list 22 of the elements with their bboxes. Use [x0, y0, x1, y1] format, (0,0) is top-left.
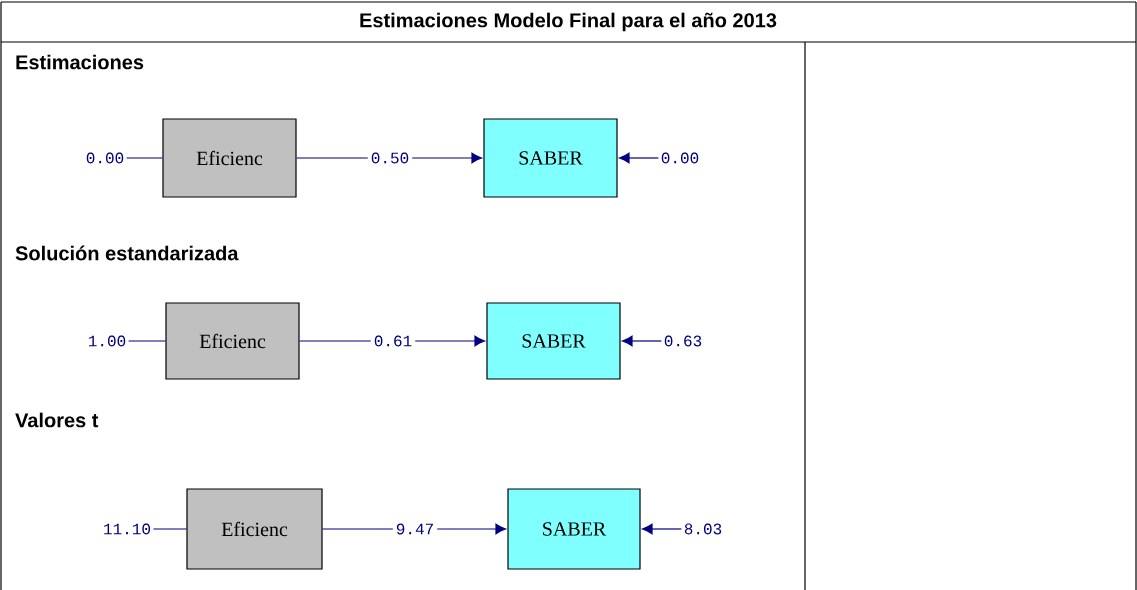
value-text: 0.63 [664, 335, 702, 347]
path-arrow [641, 523, 682, 535]
variable-box: SABER [507, 488, 641, 570]
coefficient-label: 0.61 [370, 332, 416, 350]
variable-box: SABER [483, 118, 618, 198]
value-text: 0.00 [661, 152, 699, 164]
value-text: 11.10 [104, 523, 150, 535]
variable-box: Eficienc [186, 488, 323, 570]
variable-box: Eficienc [165, 302, 300, 380]
variable-box: SABER [486, 302, 621, 380]
coefficient-label: 0.50 [367, 149, 413, 167]
table-title: Estimaciones Modelo Final para el año 2013 [360, 12, 777, 32]
section-heading: Solución estandarizada [15, 245, 239, 261]
value-text: 1.00 [88, 335, 126, 347]
path-arrow [621, 335, 662, 347]
section-heading: Valores t [15, 412, 99, 428]
value-text: 8.03 [684, 523, 722, 535]
path-arrow [618, 152, 659, 164]
section-heading: Estimaciones [16, 54, 144, 70]
coefficient-label: 9.47 [392, 520, 438, 538]
value-text: 0.00 [86, 152, 124, 164]
variable-box: Eficienc [162, 118, 297, 198]
